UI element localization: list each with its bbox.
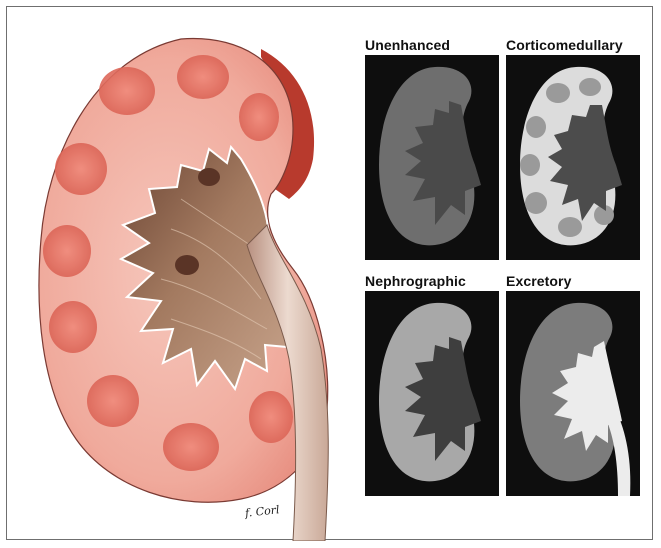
- label-corticomedullary: Corticomedullary: [506, 37, 623, 53]
- figure-frame: f. Corl Unenhanced Corticomedullary Neph…: [6, 6, 653, 540]
- calyx-upper: [198, 168, 220, 186]
- kidney-illustration-svg: [31, 29, 361, 541]
- label-unenhanced: Unenhanced: [365, 37, 450, 53]
- kidney-illustration: f. Corl: [31, 29, 361, 541]
- ct-panel-corticomedullary: [506, 55, 640, 260]
- ct-panel-nephrographic: [365, 291, 499, 496]
- calyx-middle: [175, 255, 199, 275]
- label-nephrographic: Nephrographic: [365, 273, 466, 289]
- ct-panel-excretory: [506, 291, 640, 496]
- label-excretory: Excretory: [506, 273, 572, 289]
- ct-panel-unenhanced: [365, 55, 499, 260]
